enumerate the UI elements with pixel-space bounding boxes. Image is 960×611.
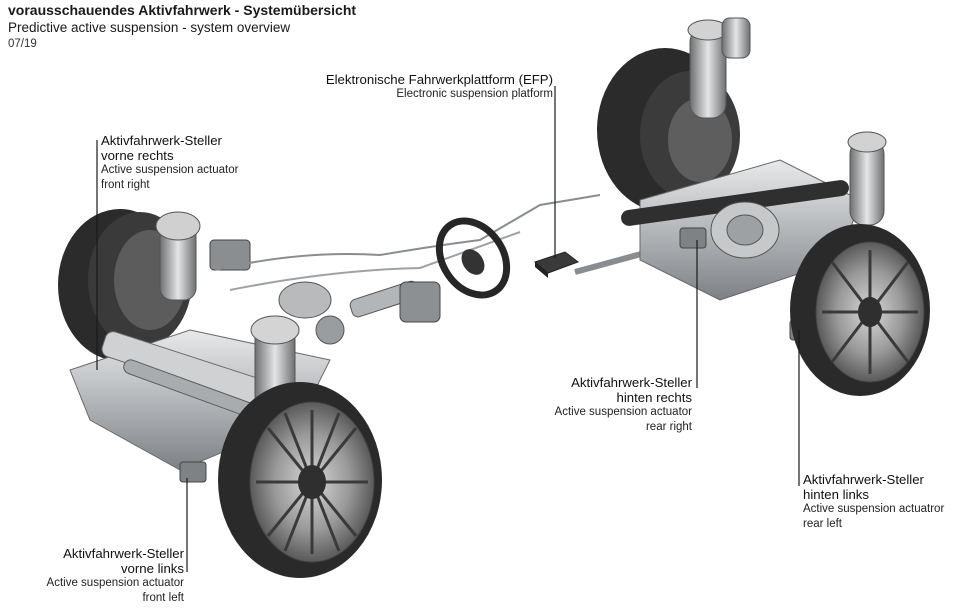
label-rear-left-en1: Active suspension actuatror xyxy=(803,503,945,515)
label-front-right-en1: Active suspension actuator xyxy=(101,164,239,176)
label-rear-right: Aktivfahrwerk-Steller hinten rechts Acti… xyxy=(555,375,692,435)
label-rear-right-en1: Active suspension actuator xyxy=(554,406,692,418)
header: vorausschauendes Aktivfahrwerk - Systemü… xyxy=(8,2,356,52)
label-front-right-en2: front right xyxy=(101,179,150,191)
label-rear-left-de1: Aktivfahrwerk-Steller xyxy=(803,472,924,487)
label-rear-left-en2: rear left xyxy=(803,518,842,530)
label-rear-left-de2: hinten links xyxy=(803,487,869,502)
label-efp-de: Elektronische Fahrwerkplattform (EFP) xyxy=(325,72,553,87)
steering-and-wiring xyxy=(214,194,601,323)
label-front-right: Aktivfahrwerk-Steller vorne rechts Activ… xyxy=(101,133,238,193)
label-rear-right-de1: Aktivfahrwerk-Steller xyxy=(571,375,692,390)
rear-axle xyxy=(597,17,930,396)
wheel-rear-left xyxy=(790,224,930,396)
label-front-right-de1: Aktivfahrwerk-Steller xyxy=(101,133,222,148)
title-en: Predictive active suspension - system ov… xyxy=(8,20,291,35)
label-efp: Elektronische Fahrwerkplattform (EFP) El… xyxy=(326,72,553,102)
label-rear-left: Aktivfahrwerk-Steller hinten links Activ… xyxy=(803,472,944,532)
wheel-front-left xyxy=(218,382,382,578)
label-front-left-de1: Aktivfahrwerk-Steller xyxy=(63,546,184,561)
label-efp-en: Electronic suspension platform xyxy=(396,88,553,100)
front-axle xyxy=(58,209,382,578)
label-front-left: Aktivfahrwerk-Steller vorne links Active… xyxy=(47,546,184,606)
date: 07/19 xyxy=(8,38,37,50)
leader-lines xyxy=(96,86,800,572)
label-rear-right-de2: hinten rechts xyxy=(616,390,692,405)
label-front-left-en1: Active suspension actuator xyxy=(46,577,184,589)
label-rear-right-en2: rear right xyxy=(645,421,692,433)
efp-unit xyxy=(533,251,580,278)
label-front-left-de2: vorne links xyxy=(120,561,184,576)
label-front-right-de2: vorne rechts xyxy=(101,148,174,163)
label-front-left-en2: front left xyxy=(142,592,184,604)
title-de: vorausschauendes Aktivfahrwerk - Systemü… xyxy=(8,2,357,18)
